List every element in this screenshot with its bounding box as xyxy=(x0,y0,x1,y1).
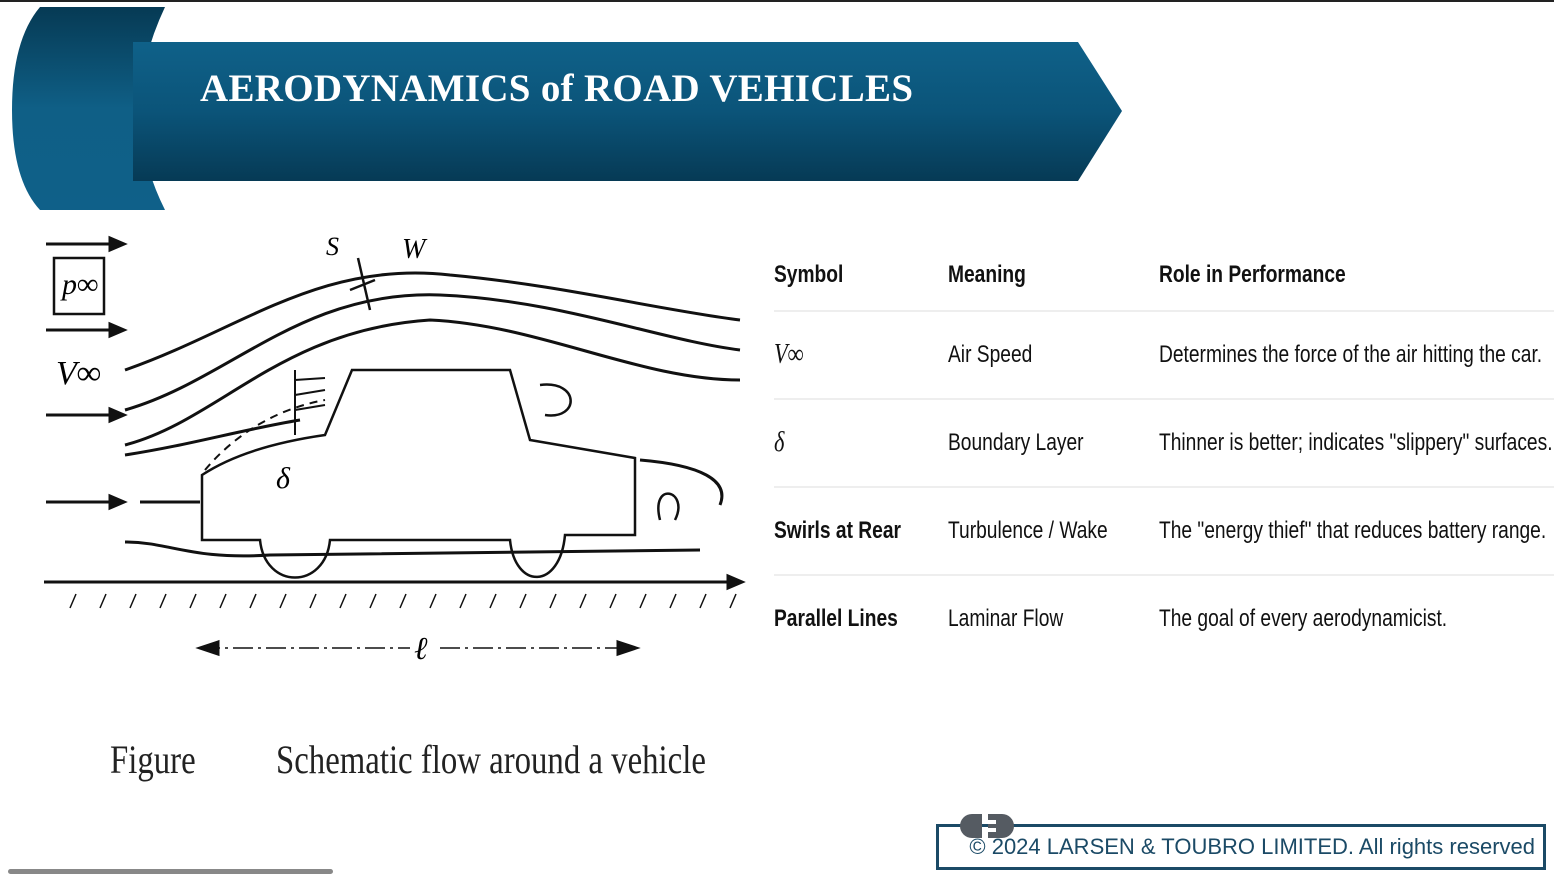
row-role: Thinner is better; indicates "slippery" … xyxy=(1159,429,1553,456)
row-role: The "energy thief" that reduces battery … xyxy=(1159,517,1547,544)
symbol-table: Symbol Meaning Role in Performance V∞ Ai… xyxy=(774,250,1554,662)
row-meaning: Boundary Layer xyxy=(948,429,1084,456)
title-banner xyxy=(12,7,1122,210)
s-label: S xyxy=(326,232,339,261)
figure-caption-label: Figure xyxy=(110,737,196,782)
header-role: Role in Performance xyxy=(1159,261,1346,288)
row-symbol: Swirls at Rear xyxy=(774,517,901,544)
row-symbol: δ xyxy=(774,427,785,458)
copyright-footer: © 2024 LARSEN & TOUBRO LIMITED. All righ… xyxy=(936,824,1546,870)
length-label: ℓ xyxy=(414,630,428,666)
plug-icon xyxy=(960,814,1014,838)
header-symbol: Symbol xyxy=(774,261,844,288)
row-role: Determines the force of the air hitting … xyxy=(1159,341,1543,368)
row-symbol: Parallel Lines xyxy=(774,605,898,632)
delta-label: δ xyxy=(276,462,290,495)
ground-hatching xyxy=(69,593,737,609)
table-row: Parallel Lines Laminar Flow The goal of … xyxy=(774,576,1554,662)
top-border xyxy=(0,0,1554,2)
table-header: Symbol Meaning Role in Performance xyxy=(774,250,1554,312)
row-role: The goal of every aerodynamicist. xyxy=(1159,605,1448,632)
horizontal-scrollbar[interactable] xyxy=(8,869,333,874)
w-label: W xyxy=(402,234,426,265)
copyright-text: © 2024 LARSEN & TOUBRO LIMITED. All righ… xyxy=(969,834,1535,859)
page-title: AERODYNAMICS of ROAD VEHICLES xyxy=(200,67,914,110)
header-meaning: Meaning xyxy=(948,261,1026,288)
row-meaning: Laminar Flow xyxy=(948,605,1064,632)
streamlines xyxy=(124,271,741,558)
vehicle-flow-diagram xyxy=(44,235,746,657)
pressure-label: p∞ xyxy=(62,268,99,301)
table-row: V∞ Air Speed Determines the force of the… xyxy=(774,312,1554,400)
velocity-label: V∞ xyxy=(56,355,102,392)
row-symbol: V∞ xyxy=(774,339,804,370)
row-meaning: Air Speed xyxy=(948,341,1033,368)
table-row: Swirls at Rear Turbulence / Wake The "en… xyxy=(774,488,1554,576)
table-row: δ Boundary Layer Thinner is better; indi… xyxy=(774,400,1554,488)
freestream-arrows xyxy=(46,235,128,511)
figure-caption-text: Schematic flow around a vehicle xyxy=(276,737,706,782)
row-meaning: Turbulence / Wake xyxy=(948,517,1108,544)
car-body xyxy=(200,368,637,579)
